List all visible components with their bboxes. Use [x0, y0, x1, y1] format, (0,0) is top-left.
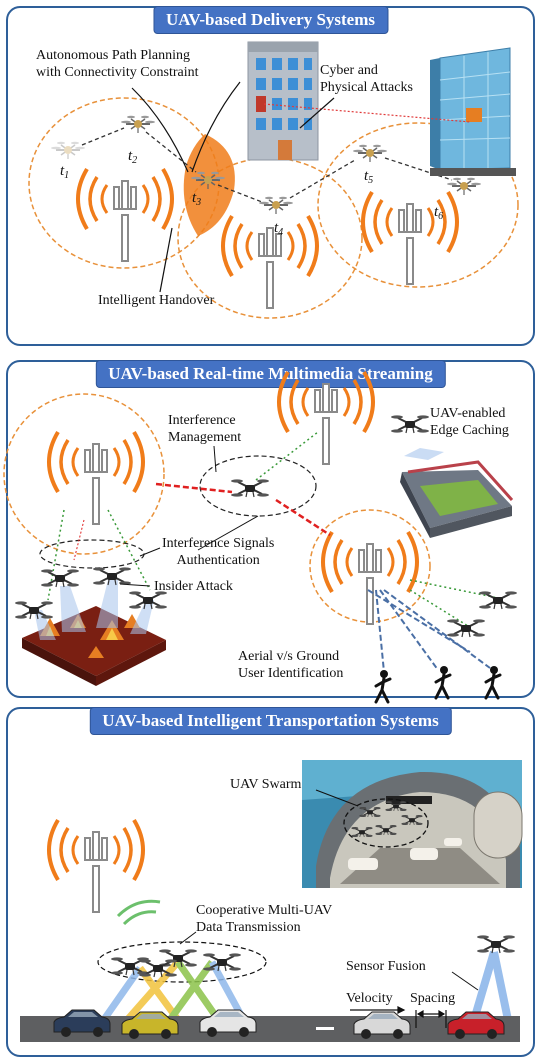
burning-city	[22, 580, 166, 686]
panel-title-transportation: UAV-based Intelligent Transportation Sys…	[89, 707, 452, 735]
sensor-pointer	[451, 971, 479, 991]
label-cooperative: Cooperative Multi-UAV Data Transmission	[196, 902, 332, 936]
cell-tower-3	[361, 190, 459, 285]
label-aerial-ground-line2: User Identification	[238, 666, 344, 681]
label-interference-mgmt: Interference Management	[168, 412, 241, 446]
label-edge-caching: UAV-enabled Edge Caching	[430, 405, 509, 439]
svg-text:t1: t1	[60, 163, 69, 181]
svg-text:t4: t4	[274, 220, 283, 238]
label-interference-mgmt-line1: Interference	[168, 413, 236, 428]
its-tower	[47, 818, 145, 913]
cooperative-pointer	[179, 931, 197, 945]
svg-text:t5: t5	[364, 168, 373, 186]
label-interference-signals-line2: Authentication	[176, 553, 260, 568]
stadium	[400, 448, 514, 538]
label-path-planning-line2: with Connectivity Constraint	[36, 65, 199, 80]
blue-links	[367, 589, 491, 673]
label-interference-mgmt-line2: Management	[168, 430, 242, 445]
panel-title-streaming: UAV-based Real-time Multimedia Streaming	[95, 360, 446, 388]
label-sensor-fusion: Sensor Fusion	[346, 959, 426, 974]
green-wave	[116, 899, 161, 926]
label-edge-caching-line2: Edge Caching	[430, 423, 509, 438]
cell-tower-2	[221, 214, 319, 309]
streaming-tower-2	[277, 370, 375, 465]
glass-building	[430, 47, 516, 176]
sensor-fusion-drone	[470, 934, 516, 1022]
svg-text:t3: t3	[192, 190, 201, 208]
label-attacks: Cyber and Physical Attacks	[320, 62, 413, 96]
label-path-planning: Autonomous Path Planning with Connectivi…	[36, 47, 199, 81]
label-cooperative-line1: Cooperative Multi-UAV	[196, 903, 333, 918]
pointer-lines	[131, 81, 241, 293]
label-edge-caching-line1: UAV-enabled	[430, 406, 506, 421]
label-aerial-ground-line1: Aerial v/s Ground	[238, 649, 340, 664]
label-attacks-line1: Cyber and	[320, 63, 378, 78]
swarm-pointer	[315, 789, 359, 807]
label-spacing: Spacing	[410, 991, 456, 1006]
label-cooperative-line2: Data Transmission	[196, 920, 301, 935]
streaming-tower-1	[47, 430, 145, 525]
red-insider-line	[73, 519, 85, 561]
label-handover: Intelligent Handover	[98, 293, 215, 308]
label-velocity: Velocity	[346, 991, 393, 1006]
velocity-arrow	[350, 1006, 406, 1014]
cell-tower-1	[76, 167, 174, 262]
label-aerial-ground: Aerial v/s Ground User Identification	[238, 648, 343, 682]
swarm-ellipse	[343, 798, 429, 848]
svg-text:t6: t6	[434, 204, 443, 222]
attack-pointer	[299, 97, 335, 129]
office-building	[247, 41, 319, 161]
label-path-planning-line1: Autonomous Path Planning	[36, 48, 191, 63]
spacing-marker	[415, 1009, 447, 1028]
label-attacks-line2: Physical Attacks	[320, 80, 413, 95]
time-labels: t1 t2 t3 t4 t5 t6	[60, 148, 443, 238]
interference-links	[155, 482, 331, 537]
label-swarm: UAV Swarm	[230, 777, 302, 792]
label-insider: Insider Attack	[154, 579, 233, 594]
drone-path	[81, 127, 453, 203]
ground-users	[374, 664, 502, 704]
streaming-pointers	[119, 445, 259, 587]
svg-text:t2: t2	[128, 148, 137, 166]
label-interference-signals: Interference Signals Authentication	[162, 535, 274, 569]
panel-title-delivery: UAV-based Delivery Systems	[152, 6, 389, 34]
attack-line	[263, 103, 471, 123]
tunnel-scene	[302, 760, 523, 888]
label-interference-signals-line1: Interference Signals	[162, 536, 275, 551]
